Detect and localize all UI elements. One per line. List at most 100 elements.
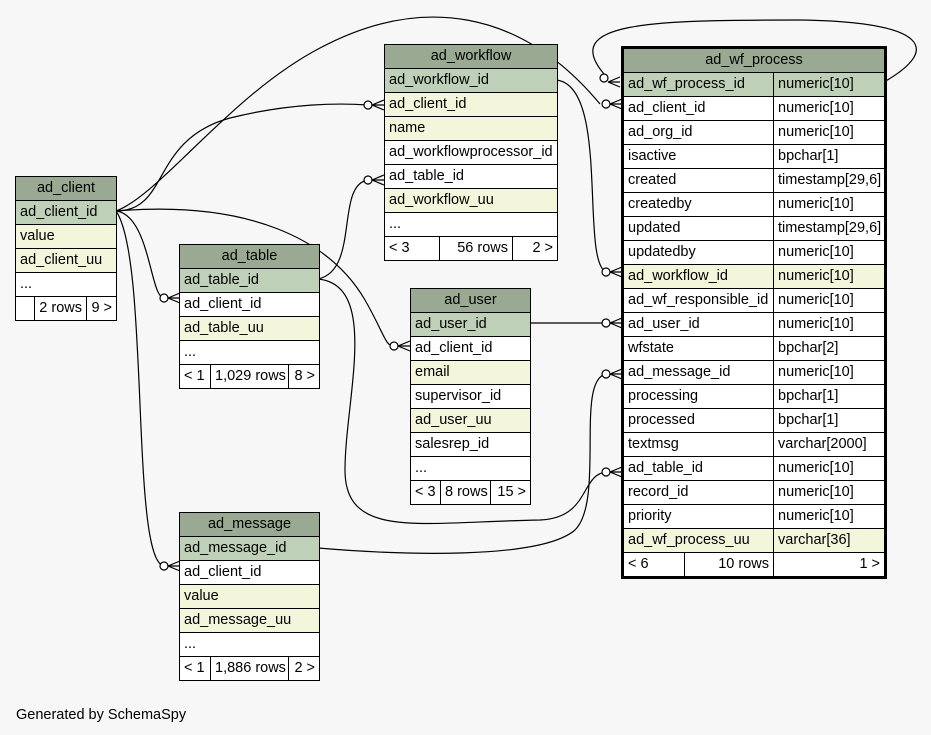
column-name: ... xyxy=(184,344,197,360)
column-row[interactable]: ... xyxy=(385,213,557,237)
column-row[interactable]: ad_client_id xyxy=(411,337,530,361)
column-row[interactable]: ad_client_id xyxy=(385,93,557,117)
column-row[interactable]: ... xyxy=(180,341,319,365)
edge-client-workflow xyxy=(115,103,369,212)
parents-count[interactable]: < 1 xyxy=(184,368,205,384)
column-row[interactable]: ad_workflow_id xyxy=(385,69,557,93)
column-row[interactable]: ad_user_uu xyxy=(411,409,530,433)
column-row[interactable]: salesrep_id xyxy=(411,433,530,457)
column-row[interactable]: ad_client_id xyxy=(16,201,116,225)
column-type: numeric[10] xyxy=(773,265,884,288)
column-row[interactable]: ... xyxy=(180,633,319,657)
column-row[interactable]: ad_user_id xyxy=(411,313,530,337)
children-count[interactable]: 1 > xyxy=(773,553,884,576)
column-row[interactable]: updatedby numeric[10] xyxy=(624,241,884,265)
column-name: ad_org_id xyxy=(628,124,693,140)
column-type: bpchar[1] xyxy=(773,145,884,168)
crowfoot-icon xyxy=(167,292,181,304)
column-row[interactable]: ad_message_id xyxy=(180,537,319,561)
parents-count[interactable]: < 3 xyxy=(389,240,410,256)
column-type: bpchar[1] xyxy=(773,385,884,408)
column-type: timestamp[29,6] xyxy=(773,169,884,192)
generated-by-note: Generated by SchemaSpy xyxy=(16,707,187,723)
edge-workflow-wfprocess xyxy=(555,79,607,273)
column-row[interactable]: ... xyxy=(16,273,116,297)
column-row[interactable]: ad_table_id xyxy=(180,269,319,293)
parents-count[interactable]: < 3 xyxy=(415,484,436,500)
column-row[interactable]: ad_client_id xyxy=(180,293,319,317)
column-name: ad_message_id xyxy=(184,540,287,556)
column-name: created xyxy=(628,172,677,188)
column-name: ... xyxy=(184,636,197,652)
parents-count[interactable] xyxy=(16,297,34,320)
parents-count[interactable]: < 1 xyxy=(184,660,205,676)
column-row[interactable]: value xyxy=(180,585,319,609)
column-row[interactable]: supervisor_id xyxy=(411,385,530,409)
column-row[interactable]: ad_message_uu xyxy=(180,609,319,633)
parents-count[interactable]: < 6 xyxy=(628,556,649,572)
column-type: numeric[10] xyxy=(773,241,884,264)
column-name: wfstate xyxy=(628,340,674,356)
column-name: supervisor_id xyxy=(415,388,502,404)
crowfoot-icon xyxy=(609,317,623,329)
children-count[interactable]: 15 > xyxy=(490,481,530,504)
column-type: varchar[36] xyxy=(773,529,884,552)
column-name: processed xyxy=(628,412,695,428)
column-row[interactable]: ad_client_uu xyxy=(16,249,116,273)
children-count[interactable]: 9 > xyxy=(86,297,116,320)
column-name: createdby xyxy=(628,196,692,212)
children-count[interactable]: 2 > xyxy=(288,657,319,680)
column-row[interactable]: ad_table_uu xyxy=(180,317,319,341)
column-row[interactable]: value xyxy=(16,225,116,249)
optional-marker-icon xyxy=(159,561,169,571)
crowfoot-icon xyxy=(609,466,623,478)
column-row[interactable]: ad_table_id xyxy=(385,165,557,189)
optional-marker-icon xyxy=(601,99,611,109)
column-row[interactable]: ... xyxy=(411,457,530,481)
column-name: ad_client_id xyxy=(628,100,706,116)
column-type: numeric[10] xyxy=(773,481,884,504)
column-type: numeric[10] xyxy=(773,505,884,528)
column-name: updatedby xyxy=(628,244,696,260)
column-row[interactable]: created timestamp[29,6] xyxy=(624,169,884,193)
children-count[interactable]: 8 > xyxy=(288,365,319,388)
children-count[interactable]: 2 > xyxy=(512,237,557,260)
column-name: name xyxy=(389,120,426,136)
column-row[interactable]: ad_client_id xyxy=(180,561,319,585)
row-count: 1,029 rows xyxy=(210,365,288,388)
crowfoot-icon xyxy=(607,76,621,88)
column-type: timestamp[29,6] xyxy=(773,217,884,240)
column-name: value xyxy=(20,228,55,244)
column-row[interactable]: name xyxy=(385,117,557,141)
column-row[interactable]: ad_workflow_uu xyxy=(385,189,557,213)
column-row[interactable]: email xyxy=(411,361,530,385)
crowfoot-icon xyxy=(167,560,181,572)
column-row[interactable]: ad_workflowprocessor_id xyxy=(385,141,557,165)
